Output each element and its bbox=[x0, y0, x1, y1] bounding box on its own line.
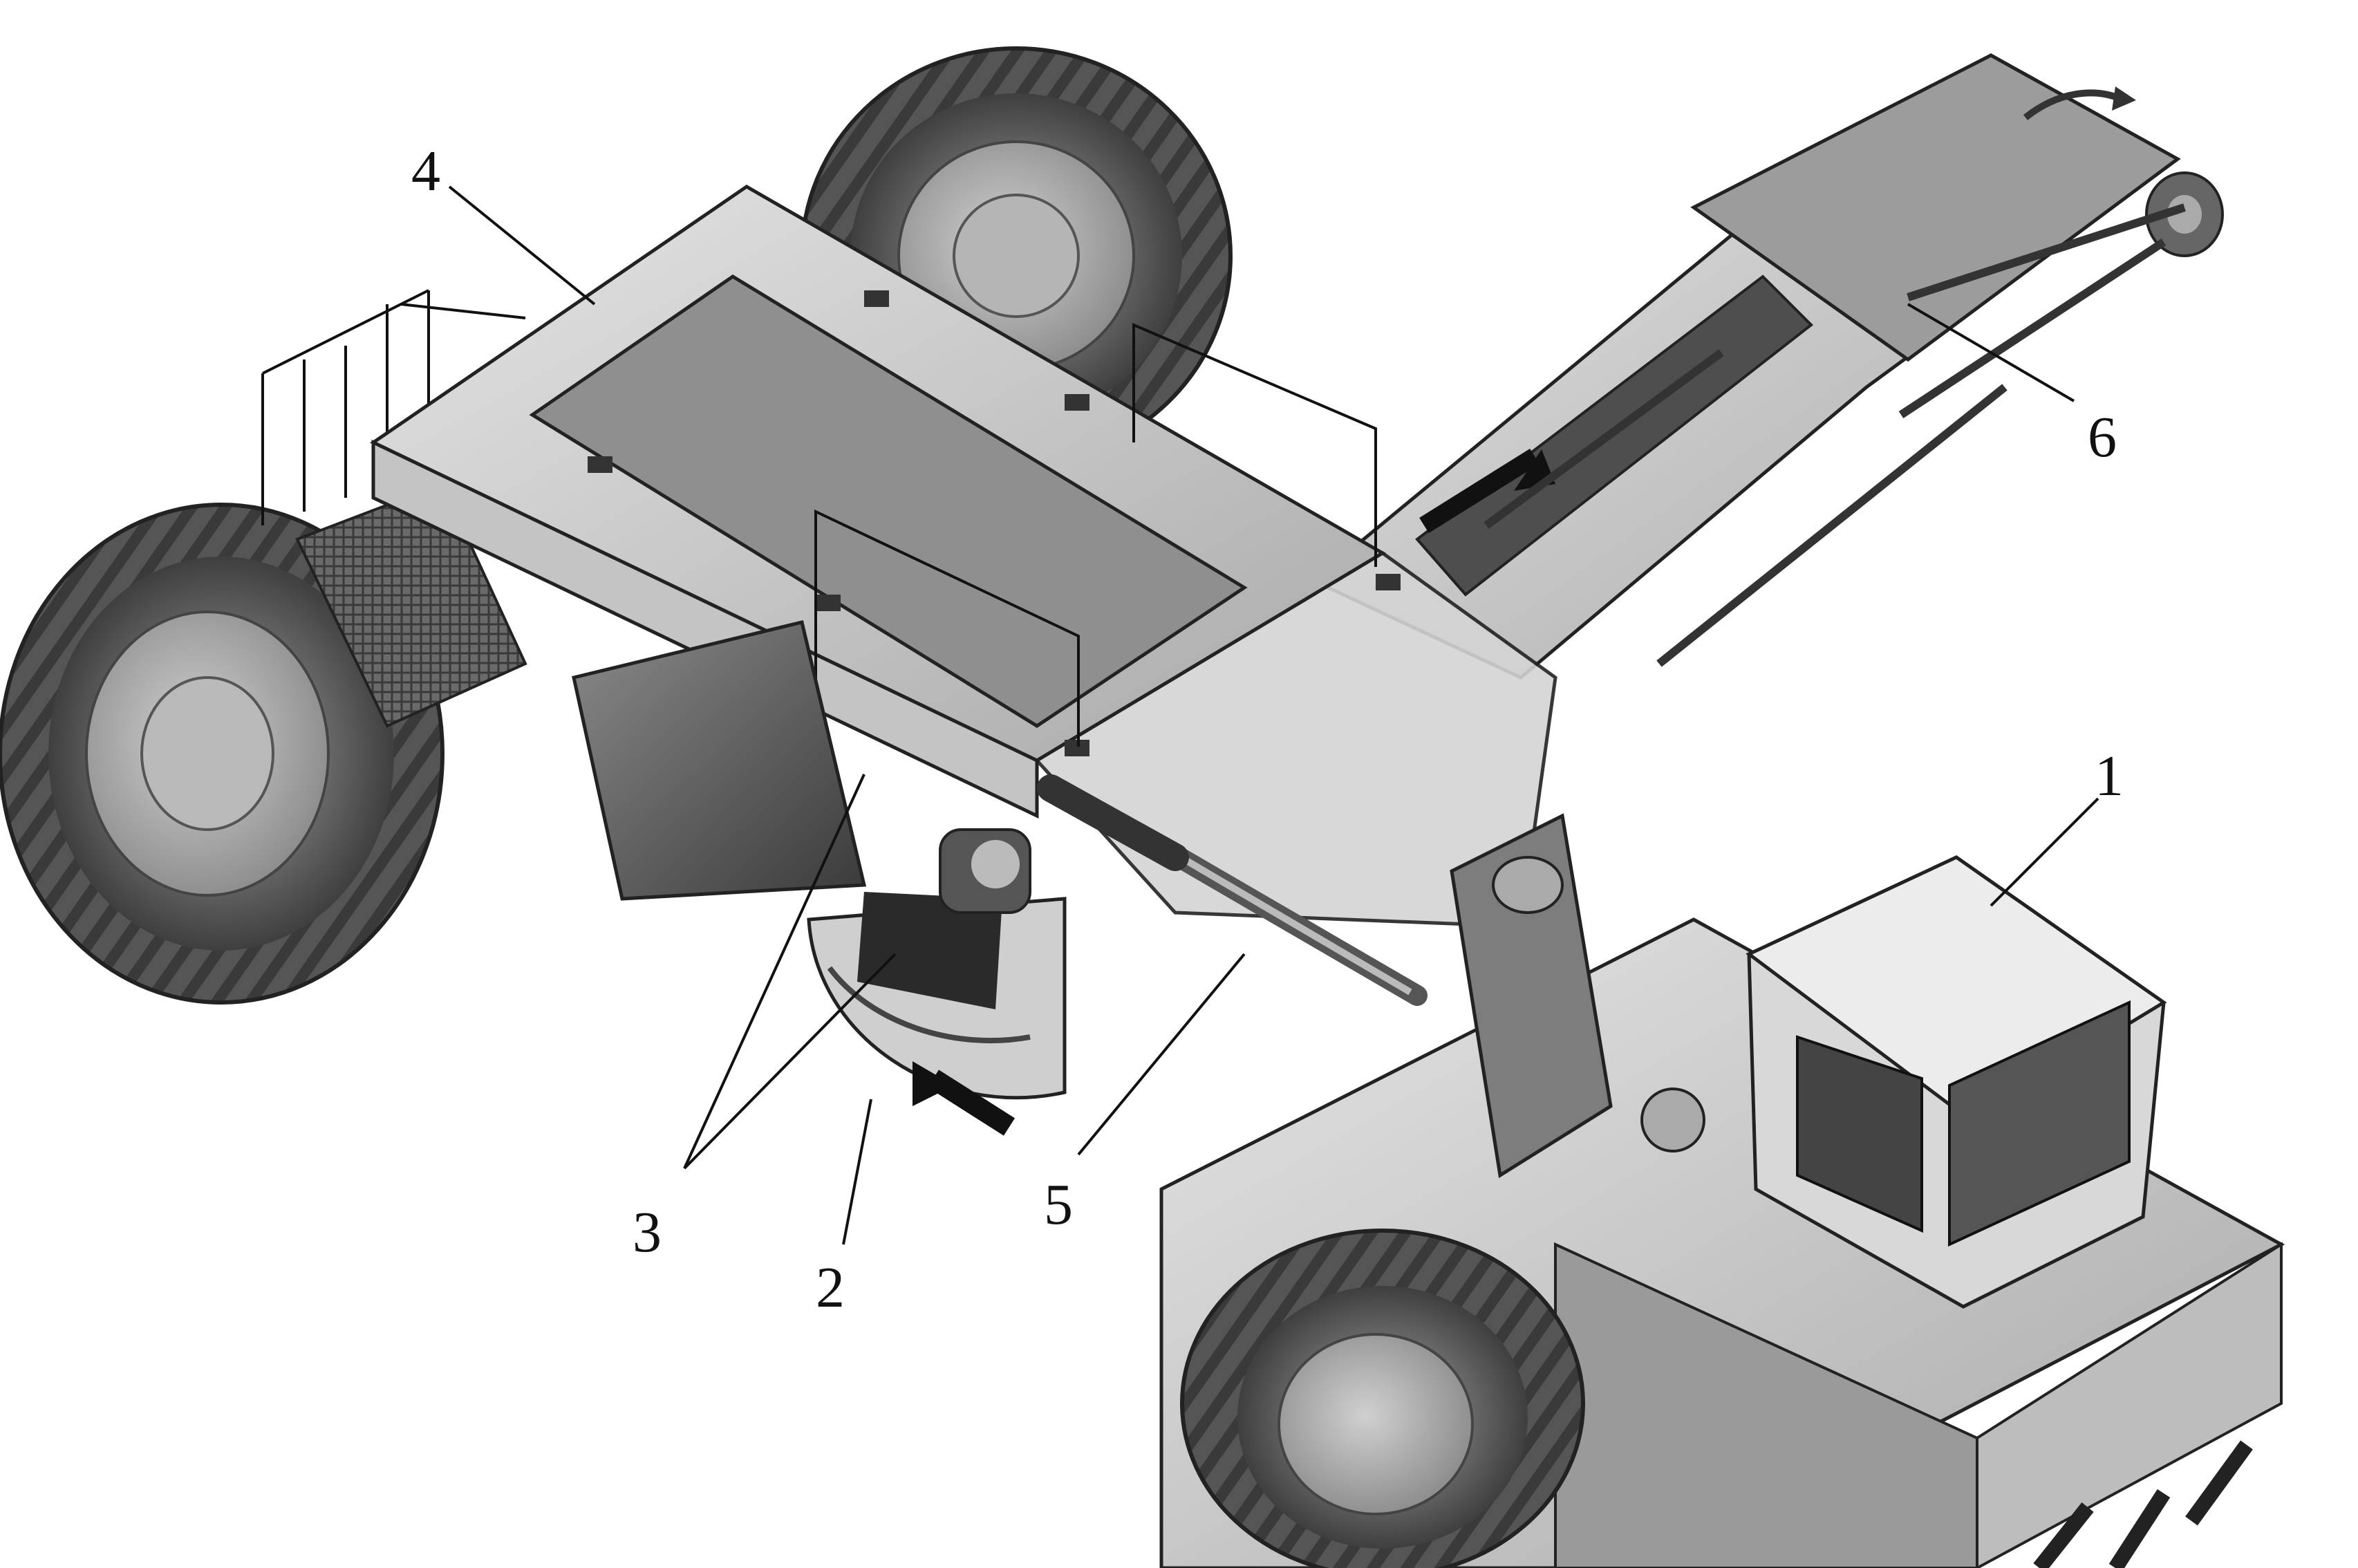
tractor-unit bbox=[1159, 813, 2285, 1568]
rotor-drum bbox=[572, 619, 1067, 1136]
leader-line-5 bbox=[1077, 953, 1246, 1156]
callout-number-6: 6 bbox=[2088, 405, 2117, 469]
rear-left-wheel bbox=[0, 503, 445, 1005]
discharge-conveyor-boom bbox=[1310, 53, 2224, 680]
callout-number-1: 1 bbox=[2095, 744, 2124, 808]
leader-line-1 bbox=[1990, 797, 2099, 907]
callout-number-2: 2 bbox=[816, 1256, 845, 1320]
leader-line-4 bbox=[448, 185, 596, 306]
hydraulic-cylinder bbox=[1037, 774, 1428, 1006]
callout-number-3: 3 bbox=[633, 1200, 662, 1264]
callout-number-4: 4 bbox=[411, 139, 440, 203]
callout-number-5: 5 bbox=[1044, 1173, 1073, 1237]
leader-line-6 bbox=[1907, 303, 2075, 402]
callout-numbers: 1 2 3 4 5 6 bbox=[411, 139, 2124, 1320]
leader-line-2 bbox=[842, 1099, 872, 1245]
callout-leaders bbox=[448, 185, 2099, 1245]
leader-line-3a bbox=[683, 774, 865, 1169]
leader-line-3b bbox=[683, 953, 897, 1170]
main-frame bbox=[370, 185, 1557, 928]
